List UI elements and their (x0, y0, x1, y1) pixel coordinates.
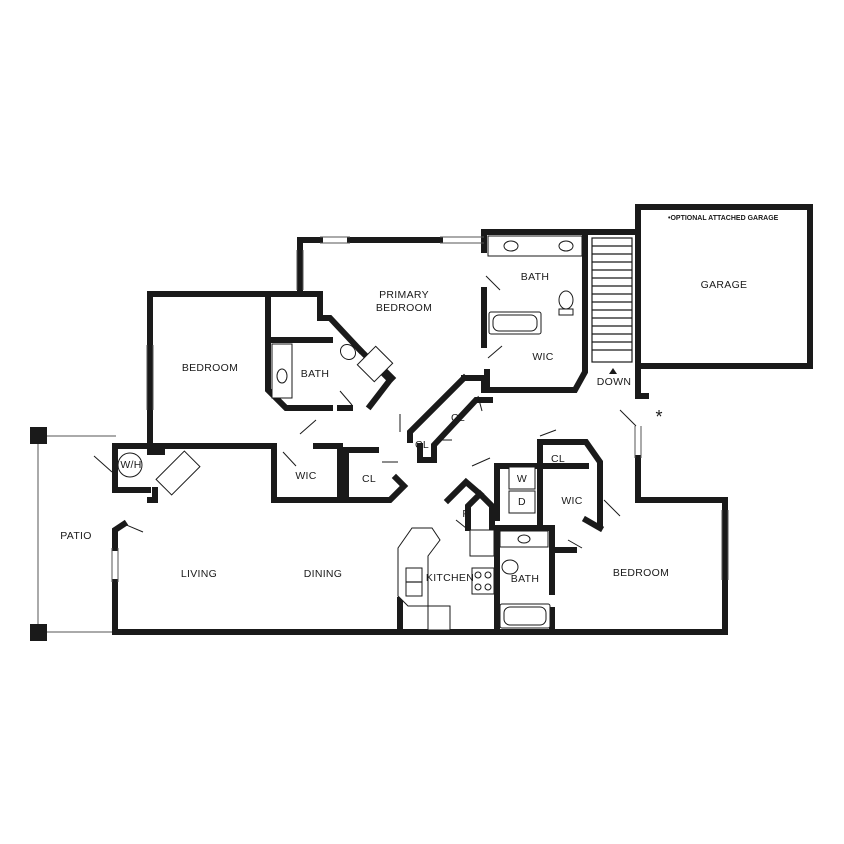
fixtures (117, 235, 583, 631)
label-wic-east: WIC (561, 495, 582, 507)
room-labels: •OPTIONAL ATTACHED GARAGE GARAGE PRIMARY… (60, 215, 778, 585)
label-patio: PATIO (60, 530, 91, 542)
label-stairs-down: DOWN (597, 376, 631, 388)
label-kitchen: KITCHEN (426, 572, 474, 584)
asterisk-marker: * (655, 407, 662, 427)
label-cl-east: CL (551, 453, 565, 465)
label-primary-bath: BATH (521, 271, 549, 283)
dryer-icon (508, 490, 536, 514)
label-primary-bedroom-line1: PRIMARY (379, 289, 429, 301)
stairs (591, 237, 633, 374)
sink-icon (558, 240, 574, 252)
label-dryer: D (518, 496, 526, 508)
label-cl-hall-1: CL (415, 439, 429, 451)
label-washer: W (517, 473, 527, 485)
label-water-heater: W/H (120, 459, 141, 471)
fireplace-icon (155, 450, 201, 496)
toilet-icon (558, 290, 574, 310)
patio-post (30, 427, 47, 444)
label-cl-west: CL (362, 473, 376, 485)
label-primary-wic: WIC (532, 351, 553, 363)
patio-area (30, 427, 116, 641)
doors (93, 275, 637, 549)
label-dining: DINING (304, 568, 343, 580)
windows (111, 236, 729, 582)
label-bedroom-east: BEDROOM (613, 567, 669, 579)
label-primary-bedroom-line2: BEDROOM (376, 302, 432, 314)
fridge-icon (469, 529, 495, 557)
water-heater-icon (117, 452, 143, 478)
label-bath-west: BATH (301, 368, 329, 380)
sink-icon (276, 368, 288, 384)
label-bedroom-west: BEDROOM (182, 362, 238, 374)
sink-icon (503, 240, 519, 252)
label-wic-west: WIC (295, 470, 316, 482)
sink-icon (517, 534, 531, 544)
stove-icon (471, 567, 495, 595)
patio-post (30, 624, 47, 641)
label-cl-hall-2: CL (451, 412, 465, 424)
label-garage: GARAGE (701, 279, 748, 291)
washer-icon (508, 466, 536, 490)
label-living: LIVING (181, 568, 217, 580)
shower-icon (356, 345, 394, 383)
label-pantry: P (462, 508, 469, 520)
toilet-icon (501, 559, 519, 575)
label-bath-east: BATH (511, 573, 539, 585)
toilet-icon (339, 343, 357, 361)
optional-garage-note: •OPTIONAL ATTACHED GARAGE (668, 215, 779, 222)
dishwasher-icon (427, 605, 451, 631)
stair-arrow-icon (609, 368, 617, 374)
